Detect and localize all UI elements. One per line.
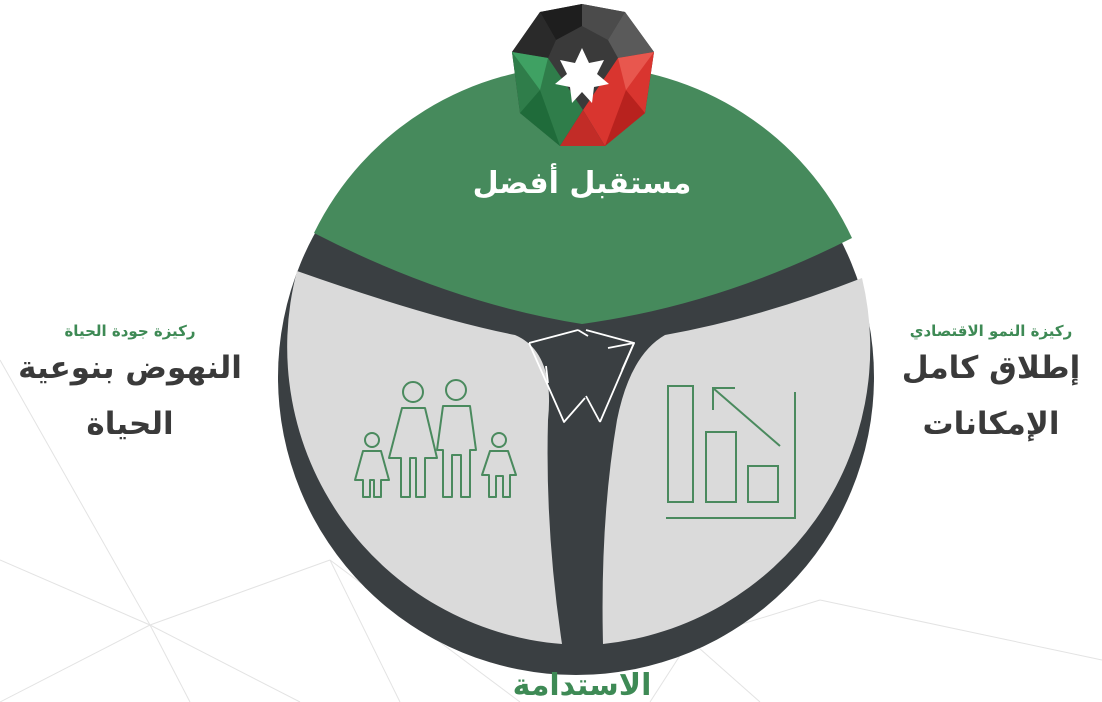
center-title: مستقبل أفضل bbox=[473, 163, 692, 201]
economic-growth-title: إطلاق كامل الإمكانات bbox=[880, 340, 1102, 452]
quality-of-life-title-line2: الحياة bbox=[86, 406, 174, 442]
growth-chart-icon bbox=[666, 385, 796, 519]
recycle-icon bbox=[528, 329, 635, 423]
jordan-star-emblem-icon bbox=[512, 4, 654, 146]
economic-growth-pillar: ركيزة النمو الاقتصادي إطلاق كامل الإمكان… bbox=[880, 322, 1102, 452]
quality-of-life-title: النهوض بنوعية الحياة bbox=[0, 340, 260, 452]
background-network-lines bbox=[0, 359, 1102, 702]
family-icon bbox=[354, 379, 517, 498]
quality-of-life-pillar: ركيزة جودة الحياة النهوض بنوعية الحياة bbox=[0, 322, 260, 452]
quality-of-life-title-line1: النهوض بنوعية bbox=[18, 350, 242, 386]
quality-of-life-subtitle: ركيزة جودة الحياة bbox=[64, 322, 196, 340]
sustainability-title: الاستدامة bbox=[513, 668, 652, 702]
economic-growth-title-line2: الإمكانات bbox=[922, 406, 1060, 442]
top-segment bbox=[314, 65, 852, 324]
economic-growth-subtitle: ركيزة النمو الاقتصادي bbox=[909, 322, 1073, 340]
economic-growth-title-line1: إطلاق كامل bbox=[901, 350, 1081, 386]
